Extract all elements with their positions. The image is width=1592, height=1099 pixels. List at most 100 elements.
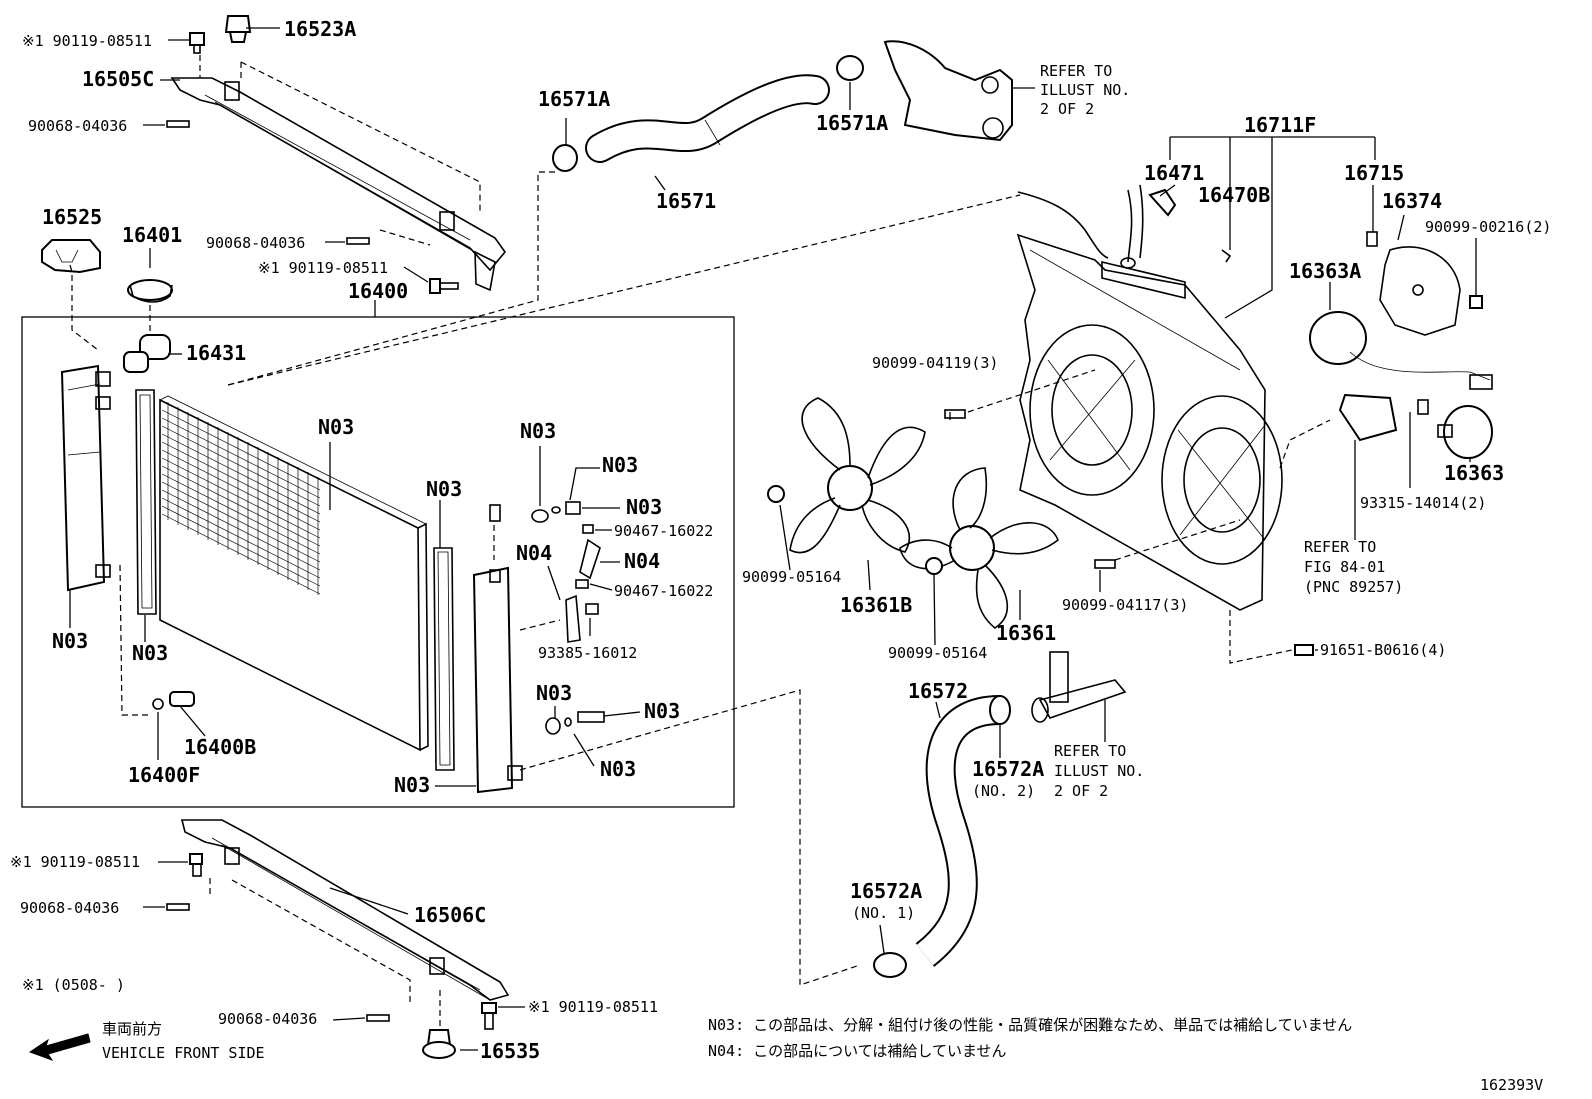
ref2-line2: FIG 84-01	[1304, 558, 1385, 576]
nut-90099-05164-b	[925, 557, 943, 575]
label-16506C: 16506C	[414, 903, 486, 927]
screw-90068-a	[166, 120, 190, 128]
label-n03-right-gasket: N03	[426, 477, 462, 501]
label-16572A-no2: 16572A	[972, 757, 1044, 781]
label-n03-left-tank: N03	[52, 629, 88, 653]
label-n03-oring-a: N03	[520, 419, 556, 443]
clamp-16572A-no2	[989, 695, 1011, 725]
label-16535: 16535	[480, 1039, 540, 1063]
radiator-cap-16401	[127, 279, 173, 303]
pn-90068-bot-b: 90068-04036	[218, 1010, 317, 1028]
screw-90068-d	[366, 1014, 390, 1022]
nut-90099-05164-a	[767, 485, 785, 503]
label-n03-right-tank: N03	[394, 773, 430, 797]
pn-91651: 91651-B0616(4)	[1320, 641, 1446, 659]
pn-90099-05164-a: 90099-05164	[742, 568, 841, 586]
label-16400: 16400	[348, 279, 408, 303]
clamp-16572A-no1	[873, 952, 907, 978]
pn-90467-b: 90467-16022	[614, 582, 713, 600]
label-16525: 16525	[42, 205, 102, 229]
fan-shroud-16711F	[1016, 233, 1283, 611]
label-n03-oring-b: N03	[536, 681, 572, 705]
label-16400F: 16400F	[128, 763, 200, 787]
bolt-90119	[189, 32, 205, 54]
bolt-91651	[1294, 644, 1314, 656]
label-16431: 16431	[186, 341, 246, 365]
label-n03-fitting-a: N03	[602, 453, 638, 477]
fitting-set-lower	[545, 711, 605, 735]
note-n03: N03: この部品は、分解・組付け後の性能・品質確保が困難なため、単品では補給し…	[708, 1016, 1352, 1034]
resistor-89257	[1338, 393, 1398, 442]
label-n03-fitting-b: N03	[626, 495, 662, 519]
vehicle-front-jp: 車両前方	[102, 1020, 162, 1038]
sub-no2: (NO. 2)	[972, 782, 1035, 800]
illustration-number: 162393V	[1480, 1076, 1543, 1094]
label-16715: 16715	[1344, 161, 1404, 185]
pn-90119-top-b: ※1 90119-08511	[258, 259, 388, 277]
screw-90099-00216	[1469, 295, 1483, 309]
drain-cock-16400B	[152, 691, 195, 710]
label-n04-a: N04	[516, 541, 552, 565]
pn-90099-04119: 90099-04119(3)	[872, 354, 998, 372]
label-16571A-a: 16571A	[538, 87, 610, 111]
note-n04: N04: この部品については補給していません	[708, 1042, 1007, 1060]
pn-90068-top-b: 90068-04036	[206, 234, 305, 252]
label-16505C: 16505C	[82, 67, 154, 91]
pn-93385: 93385-16012	[538, 644, 637, 662]
left-tank	[60, 364, 111, 592]
refer-note-3: REFER TO ILLUST NO. 2 OF 2	[1054, 742, 1144, 800]
label-16374: 16374	[1382, 189, 1442, 213]
pn-90099-04117: 90099-04117(3)	[1062, 596, 1188, 614]
label-16363: 16363	[1444, 461, 1504, 485]
ref3-line3: 2 OF 2	[1054, 782, 1108, 800]
screw-90099-04119	[944, 409, 966, 419]
leader-lines	[69, 27, 1477, 1051]
label-16523A: 16523A	[284, 17, 356, 41]
label-n03-fitting-c: N03	[644, 699, 680, 723]
clamp-16571A-a	[552, 144, 578, 172]
label-16470B: 16470B	[1198, 183, 1270, 207]
ref3-line1: REFER TO	[1054, 742, 1126, 760]
gasket-left	[135, 389, 157, 615]
label-n03-core: N03	[318, 415, 354, 439]
label-16571: 16571	[656, 189, 716, 213]
pn-90119-top-a: ※1 90119-08511	[22, 32, 152, 50]
screw-90068-c	[166, 903, 190, 911]
pn-90119-bot-a: ※1 90119-08511	[10, 853, 140, 871]
label-16401: 16401	[122, 223, 182, 247]
part-16715	[1366, 231, 1378, 247]
ref1-line2: ILLUST NO.	[1040, 81, 1130, 99]
pn-90467-a: 90467-16022	[614, 522, 713, 540]
pn-90068-top-a: 90068-04036	[28, 117, 127, 135]
inlet-pipe-16431	[123, 334, 171, 373]
cushion-16535	[422, 1029, 456, 1059]
label-16400B: 16400B	[184, 735, 256, 759]
vehicle-front-en: VEHICLE FRONT SIDE	[102, 1044, 265, 1062]
label-16361B: 16361B	[840, 593, 912, 617]
fan-16361B	[789, 397, 926, 554]
lower-hose-16572	[915, 695, 1001, 967]
refer-note-1: REFER TO ILLUST NO. 2 OF 2	[1040, 62, 1130, 118]
upper-hose-16571	[585, 74, 830, 163]
gasket-right	[433, 547, 455, 771]
label-16361: 16361	[996, 621, 1056, 645]
label-n04-b: N04	[624, 549, 660, 573]
label-16572A-no1: 16572A	[850, 879, 922, 903]
ref1-line3: 2 OF 2	[1040, 100, 1094, 118]
water-inlet-housing	[883, 40, 1013, 142]
screw-90068-b	[346, 237, 370, 245]
right-tank	[472, 566, 523, 794]
pn-90099-00216: 90099-00216(2)	[1425, 218, 1551, 236]
clip-16470B	[1221, 249, 1232, 263]
upper-support-bracket	[170, 77, 507, 292]
bolt-90119-c	[189, 853, 203, 877]
fan-16361	[899, 467, 1059, 629]
fan-motor-16363	[1437, 405, 1493, 459]
ref1-line1: REFER TO	[1040, 62, 1112, 80]
pn-90099-05164-b: 90099-05164	[888, 644, 987, 662]
production-period: ※1 (0508- )	[22, 976, 125, 994]
clamp-16571A-b	[836, 55, 864, 81]
radiator-core	[159, 395, 429, 752]
